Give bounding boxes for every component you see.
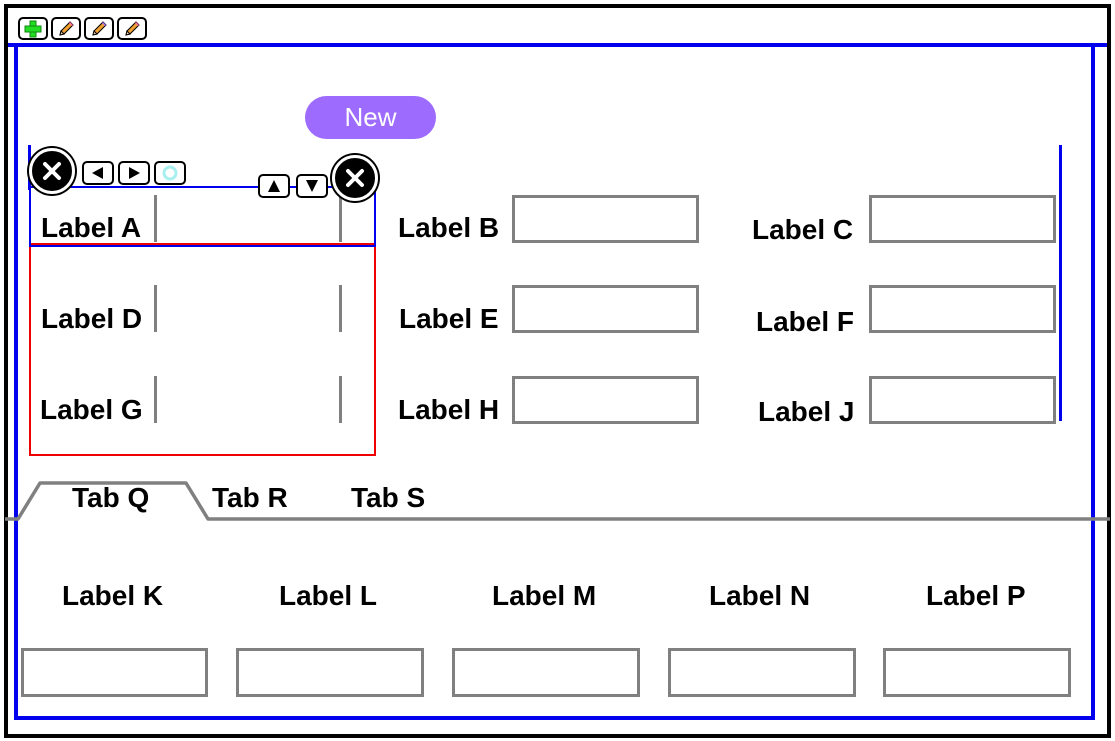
tab-bar-outline bbox=[5, 481, 1110, 521]
new-button[interactable]: New bbox=[305, 96, 436, 139]
tab-s[interactable]: Tab S bbox=[351, 482, 426, 513]
form-right-border bbox=[1059, 145, 1062, 421]
label-h: Label H bbox=[398, 394, 500, 425]
settings-button[interactable] bbox=[154, 161, 186, 185]
label-b: Label B bbox=[398, 212, 500, 243]
close-icon bbox=[346, 169, 364, 187]
triangle-left-icon bbox=[92, 167, 103, 179]
field-h[interactable] bbox=[512, 376, 699, 424]
field-b[interactable] bbox=[512, 195, 699, 243]
plus-icon bbox=[24, 20, 42, 37]
cell-divider bbox=[154, 285, 157, 332]
label-k: Label K bbox=[62, 580, 164, 611]
field-c[interactable] bbox=[869, 195, 1056, 243]
cell-divider bbox=[339, 285, 342, 332]
label-p: Label P bbox=[926, 580, 1026, 611]
add-button[interactable] bbox=[18, 17, 48, 40]
field-j[interactable] bbox=[869, 376, 1056, 424]
pencil-icon bbox=[125, 20, 140, 36]
field-p[interactable] bbox=[883, 648, 1071, 697]
cell-divider bbox=[339, 195, 342, 242]
pencil-icon bbox=[59, 20, 74, 36]
content-frame bbox=[14, 47, 1095, 720]
label-c: Label C bbox=[752, 214, 854, 245]
label-l: Label L bbox=[279, 580, 378, 611]
field-m[interactable] bbox=[452, 648, 640, 697]
field-e[interactable] bbox=[512, 285, 699, 333]
label-m: Label M bbox=[492, 580, 597, 611]
pencil-icon bbox=[92, 20, 107, 36]
move-up-button[interactable] bbox=[258, 174, 290, 198]
triangle-up-icon bbox=[268, 180, 280, 192]
delete-row-button[interactable] bbox=[29, 148, 75, 194]
selection-group-outline bbox=[29, 243, 376, 456]
label-n: Label N bbox=[709, 580, 811, 611]
cell-divider bbox=[339, 376, 342, 423]
selected-cell-outline[interactable] bbox=[29, 186, 376, 247]
field-k[interactable] bbox=[21, 648, 208, 697]
field-n[interactable] bbox=[668, 648, 856, 697]
tab-r[interactable]: Tab R bbox=[212, 482, 288, 513]
move-left-button[interactable] bbox=[82, 161, 114, 185]
triangle-right-icon bbox=[129, 167, 140, 179]
triangle-down-icon bbox=[306, 180, 318, 192]
field-f[interactable] bbox=[869, 285, 1056, 333]
label-f: Label F bbox=[756, 306, 855, 337]
move-right-button[interactable] bbox=[118, 161, 150, 185]
label-d: Label D bbox=[41, 303, 143, 334]
label-a: Label A bbox=[41, 212, 142, 243]
delete-column-button[interactable] bbox=[332, 155, 378, 201]
edit-button-3[interactable] bbox=[117, 17, 147, 40]
toolbar-separator bbox=[8, 43, 1107, 47]
move-down-button[interactable] bbox=[296, 174, 328, 198]
label-j: Label J bbox=[758, 396, 855, 427]
label-e: Label E bbox=[399, 303, 499, 334]
label-g: Label G bbox=[40, 394, 143, 425]
cell-divider bbox=[154, 376, 157, 423]
window-frame bbox=[4, 4, 1111, 738]
cell-divider bbox=[154, 195, 157, 242]
edit-button-2[interactable] bbox=[84, 17, 114, 40]
edit-button-1[interactable] bbox=[51, 17, 81, 40]
ring-icon bbox=[162, 165, 178, 181]
close-icon bbox=[43, 162, 61, 180]
field-l[interactable] bbox=[236, 648, 424, 697]
tab-q[interactable]: Tab Q bbox=[72, 482, 150, 513]
